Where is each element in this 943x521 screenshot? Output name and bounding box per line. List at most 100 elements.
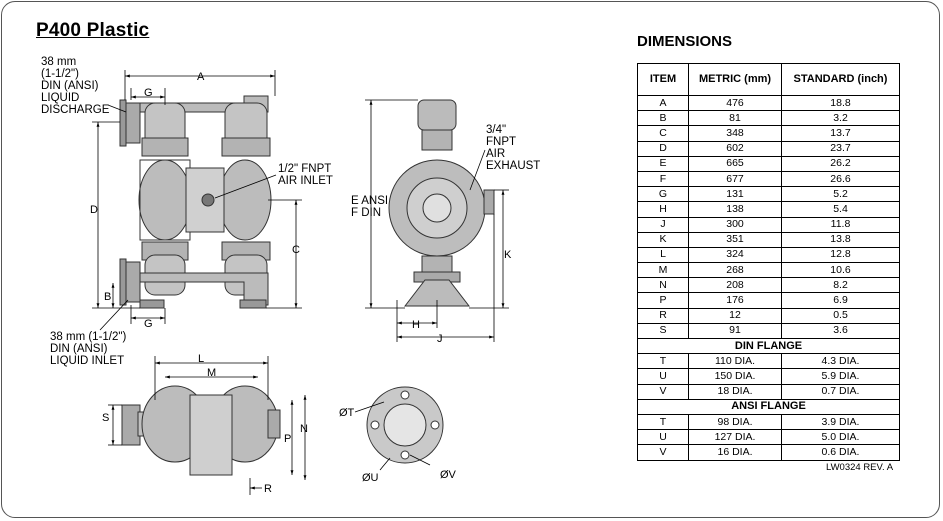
dim-g-bottom-label: G (144, 318, 153, 330)
cell-standard: 4.3 DIA. (781, 353, 900, 370)
discharge-callout-4: LIQUID (41, 92, 79, 104)
cell-item: M (637, 262, 689, 279)
cell-item: F (637, 170, 689, 188)
top-view (121, 385, 281, 476)
cell-item: L (637, 246, 689, 264)
cell-standard: 3.6 (781, 322, 900, 340)
cell-metric: 602 (688, 140, 782, 157)
table-section-row: DIN FLANGE (637, 337, 900, 355)
cell-standard: 26.6 (781, 170, 900, 188)
front-dim-lines (92, 70, 302, 331)
cell-item: J (637, 216, 689, 233)
cell-standard: 18.8 (781, 94, 900, 112)
header-metric: METRIC (mm) (688, 63, 782, 96)
dim-h-label: H (412, 319, 420, 331)
cell-metric: 12 (688, 307, 782, 324)
cell-standard: 8.2 (781, 277, 900, 294)
cell-metric: 176 (688, 292, 782, 309)
exhaust-callout-4: EXHAUST (486, 160, 540, 172)
cell-metric: 98 DIA. (688, 413, 782, 431)
flange-dim-lines (354, 401, 431, 471)
exhaust-callout-1: 3/4" (486, 124, 506, 136)
header-item: ITEM (637, 63, 689, 96)
cell-item: U (637, 429, 689, 446)
dim-c-label: C (292, 244, 300, 256)
page-title: P400 Plastic (36, 20, 150, 41)
cell-metric: 150 DIA. (688, 368, 782, 385)
cell-standard: 13.7 (781, 125, 900, 142)
dimensions-heading: DIMENSIONS (637, 33, 733, 50)
cell-item: A (637, 94, 689, 112)
cell-metric: 208 (688, 277, 782, 294)
cell-metric: 300 (688, 216, 782, 233)
table-section-row: ANSI FLANGE (637, 398, 900, 415)
flange-view (366, 386, 444, 464)
cell-standard: 12.8 (781, 246, 900, 264)
cell-standard: 5.0 DIA. (781, 429, 900, 446)
cell-item: G (637, 186, 689, 203)
cell-item: P (637, 292, 689, 309)
cell-metric: 268 (688, 262, 782, 279)
top-dim-lines (108, 356, 307, 495)
header-standard: STANDARD (inch) (781, 63, 900, 96)
cell-metric: 131 (688, 186, 782, 203)
cell-standard: 3.9 DIA. (781, 413, 900, 431)
dim-a-label: A (197, 71, 205, 83)
cell-metric: 348 (688, 125, 782, 142)
cell-standard: 13.8 (781, 231, 900, 248)
cell-item: C (637, 125, 689, 142)
discharge-callout-2: (1-1/2") (41, 68, 79, 80)
dim-g-top-label: G (144, 87, 153, 99)
cell-metric: 16 DIA. (688, 444, 782, 461)
inlet-callout-2: DIN (ANSI) (50, 343, 108, 355)
cell-item: V (637, 444, 689, 461)
cell-metric: 91 (688, 322, 782, 340)
ansi-flange-heading: ANSI FLANGE (637, 398, 900, 415)
inlet-callout-1: 38 mm (1-1/2") (50, 331, 126, 343)
cell-item: U (637, 368, 689, 385)
dim-m-label: M (207, 367, 216, 379)
inlet-callout-3: LIQUID INLET (50, 355, 124, 367)
cell-standard: 6.9 (781, 292, 900, 309)
exhaust-callout-3: AIR (486, 148, 505, 160)
cell-metric: 677 (688, 170, 782, 188)
discharge-callout-3: DIN (ANSI) (41, 80, 99, 92)
f-din-label: F DIN (351, 207, 381, 219)
cell-item: N (637, 277, 689, 294)
cell-metric: 351 (688, 231, 782, 248)
dim-d-label: D (90, 204, 98, 216)
dim-p-label: P (284, 433, 291, 445)
cell-standard: 0.5 (781, 307, 900, 324)
dim-n-label: N (300, 423, 308, 435)
cell-item: T (637, 413, 689, 431)
cell-item: S (637, 322, 689, 340)
cell-standard: 11.8 (781, 216, 900, 233)
din-flange-heading: DIN FLANGE (637, 337, 900, 355)
air-inlet-callout-2: AIR INLET (278, 175, 333, 187)
cell-item: T (637, 353, 689, 370)
cell-metric: 476 (688, 94, 782, 112)
discharge-callout-1: 38 mm (41, 56, 76, 68)
cell-item: D (637, 140, 689, 157)
front-view (119, 95, 272, 309)
side-dim-lines (365, 99, 509, 342)
discharge-callout-5: DISCHARGE (41, 104, 110, 116)
